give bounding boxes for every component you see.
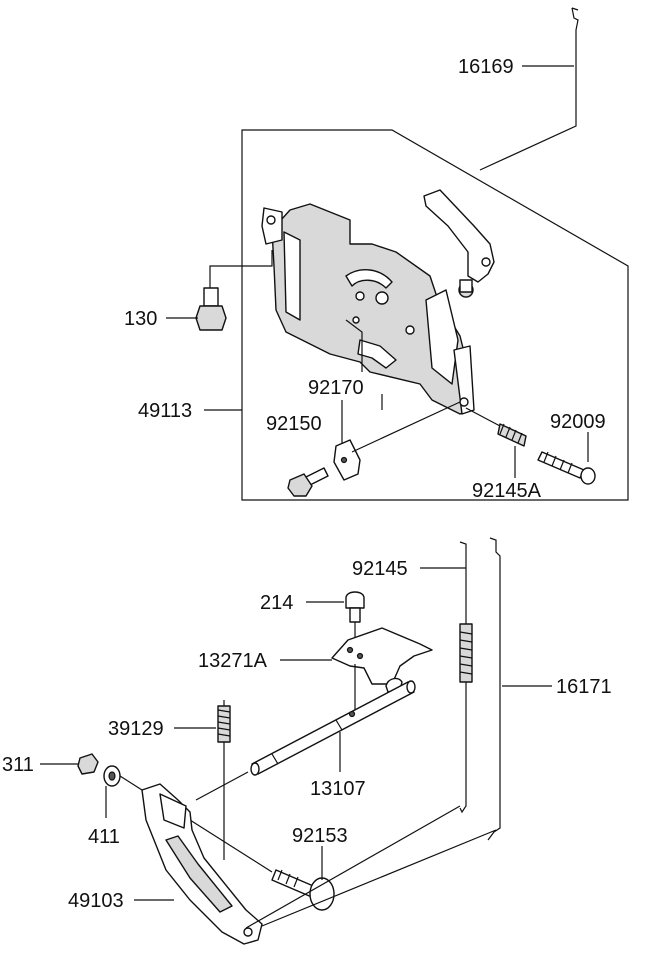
label-92009: 92009 [550, 411, 606, 433]
assembly-box-upper [241, 129, 629, 501]
part-92145-spring [459, 541, 473, 814]
label-16169: 16169 [458, 56, 514, 78]
label-214: 214 [260, 592, 293, 614]
part-13107-shaft [195, 680, 416, 801]
label-49103: 49103 [68, 890, 124, 912]
part-16171-rod [487, 537, 501, 841]
part-13271A-bracket [331, 627, 433, 716]
label-39129: 39129 [108, 718, 164, 740]
part-311-nut [77, 753, 99, 775]
label-92153: 92153 [292, 825, 348, 847]
part-49103-lever [141, 783, 497, 945]
part-39129-spring [217, 700, 231, 860]
part-130-bolt [195, 250, 273, 331]
part-92145A-spring [465, 407, 527, 447]
label-92170: 92170 [308, 377, 364, 399]
part-92170-clip [333, 394, 461, 481]
label-13271A: 13271A [198, 650, 268, 672]
label-92145A: 92145A [472, 480, 542, 502]
label-130: 130 [124, 308, 157, 330]
label-49113: 49113 [138, 400, 192, 422]
part-92009-bolt [537, 451, 596, 485]
label-92145: 92145 [352, 558, 408, 580]
label-16171: 16171 [556, 676, 612, 698]
label-311: 311 [2, 754, 34, 776]
part-49113-control-plate [261, 203, 475, 415]
part-16169-rod [479, 7, 579, 171]
part-411-washer [103, 765, 143, 791]
part-214-screw [345, 591, 365, 640]
label-411: 411 [88, 826, 120, 848]
label-13107: 13107 [310, 778, 366, 800]
part-lever-upper [423, 189, 495, 298]
label-92150: 92150 [266, 413, 322, 435]
part-92150-bolt [287, 467, 329, 497]
part-92153-pin [189, 819, 335, 911]
